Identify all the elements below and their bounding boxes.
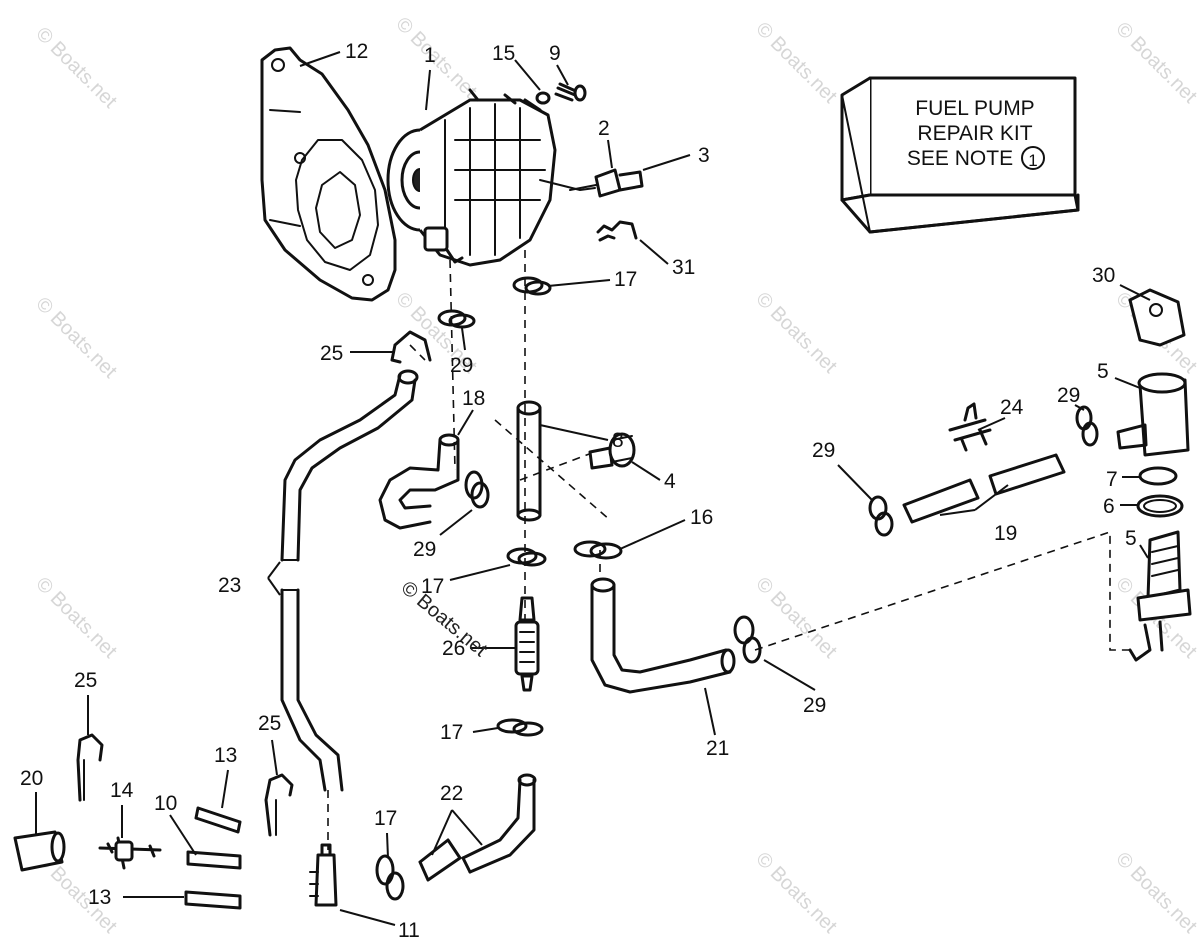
filter-element bbox=[1128, 530, 1192, 662]
hose-clamp bbox=[437, 309, 476, 329]
hose-clamp bbox=[573, 540, 623, 560]
callout-26: 26 bbox=[442, 637, 465, 660]
callout-1: 1 bbox=[424, 44, 436, 67]
assembly-lines bbox=[327, 250, 1135, 850]
wire-tie bbox=[76, 733, 104, 802]
callout-10: 10 bbox=[154, 792, 177, 815]
short-hose bbox=[186, 850, 242, 870]
tee-connector bbox=[948, 402, 992, 452]
hose-clamp bbox=[733, 615, 762, 664]
callout-16: 16 bbox=[690, 506, 713, 529]
callout-17-mid: 17 bbox=[421, 575, 444, 598]
callout-29-mid: 29 bbox=[413, 538, 436, 561]
callout-22: 22 bbox=[440, 782, 463, 805]
callout-4: 4 bbox=[664, 470, 676, 493]
callout-9: 9 bbox=[549, 42, 561, 65]
fuel-filter-housing bbox=[1116, 372, 1190, 457]
watermark: © Boats.net bbox=[391, 13, 481, 103]
callout-5-bottom: 5 bbox=[1125, 527, 1137, 550]
hose-clamp bbox=[464, 470, 490, 509]
callout-29-elbow: 29 bbox=[803, 694, 826, 717]
o-ring bbox=[1138, 466, 1178, 486]
check-valve-fitting bbox=[588, 432, 636, 470]
filter-bracket bbox=[1128, 288, 1186, 347]
callout-12: 12 bbox=[345, 40, 368, 63]
callout-29-right: 29 bbox=[1057, 384, 1080, 407]
note-circle bbox=[1021, 146, 1045, 170]
hose-clamp bbox=[1075, 405, 1099, 447]
short-hose bbox=[902, 478, 980, 524]
callout-17-low: 17 bbox=[440, 721, 463, 744]
wire-tie bbox=[390, 330, 432, 364]
callout-17-top: 17 bbox=[614, 268, 637, 291]
watermark: © Boats.net bbox=[751, 848, 841, 938]
short-hose bbox=[516, 400, 542, 522]
callout-25-left: 25 bbox=[74, 669, 97, 692]
short-hose bbox=[194, 806, 242, 834]
filter-cylinder bbox=[13, 830, 66, 872]
gasket-plate bbox=[260, 46, 397, 302]
callout-7: 7 bbox=[1106, 468, 1118, 491]
repair-kit-box: FUEL PUMP REPAIR KIT SEE NOTE 1 bbox=[840, 76, 1080, 234]
hose-clamp bbox=[496, 718, 544, 737]
callout-30: 30 bbox=[1092, 264, 1115, 287]
callout-14: 14 bbox=[110, 779, 134, 802]
callout-19: 19 bbox=[994, 522, 1017, 545]
callout-numbers: 12 1 15 9 2 3 31 17 25 29 18 8 4 29 16 1… bbox=[20, 40, 1137, 942]
kit-label-line2: REPAIR KIT bbox=[917, 122, 1032, 145]
callout-6: 6 bbox=[1103, 495, 1115, 518]
callout-29-left-right: 29 bbox=[812, 439, 835, 462]
long-fuel-hose bbox=[280, 369, 419, 792]
callout-31: 31 bbox=[672, 256, 695, 279]
callout-15: 15 bbox=[492, 42, 515, 65]
hose-clamp bbox=[375, 854, 405, 901]
watermark: © Boats.net bbox=[1111, 848, 1200, 938]
curved-hose bbox=[378, 433, 460, 530]
watermark: © Boats.net bbox=[751, 18, 841, 108]
washer-and-screw bbox=[535, 82, 587, 105]
callout-8: 8 bbox=[612, 429, 624, 452]
callout-5-top: 5 bbox=[1097, 360, 1109, 383]
callout-3: 3 bbox=[698, 144, 710, 167]
hose-clamp bbox=[512, 276, 552, 296]
watermark: © Boats.net bbox=[31, 23, 121, 113]
o-ring bbox=[1136, 494, 1184, 518]
watermark: © Boats.net bbox=[1111, 18, 1200, 108]
kit-label-line1: FUEL PUMP bbox=[915, 97, 1034, 120]
wire-tie bbox=[264, 773, 294, 837]
callout-17-bottom: 17 bbox=[374, 807, 397, 830]
kit-label-line3: SEE NOTE bbox=[907, 147, 1013, 170]
watermark: © Boats.net bbox=[31, 573, 121, 663]
short-hose bbox=[184, 890, 242, 910]
callout-13-bottom: 13 bbox=[88, 886, 111, 909]
elbow-hose bbox=[590, 577, 736, 694]
callout-24: 24 bbox=[1000, 396, 1024, 419]
hose-clamp bbox=[868, 495, 894, 537]
watermark: © Boats.net bbox=[751, 573, 841, 663]
watermark: © Boats.net bbox=[751, 288, 841, 378]
fuel-pump bbox=[386, 88, 596, 267]
callout-25-top: 25 bbox=[320, 342, 343, 365]
callout-23: 23 bbox=[218, 574, 241, 597]
tee-fitting bbox=[98, 836, 162, 870]
hose-segments bbox=[418, 773, 537, 882]
callout-11: 11 bbox=[398, 919, 420, 942]
wire-clip bbox=[596, 220, 638, 242]
callout-18: 18 bbox=[462, 387, 485, 410]
hose-clamp bbox=[506, 547, 547, 567]
short-hose bbox=[988, 453, 1066, 496]
kit-note-number: 1 bbox=[1028, 151, 1037, 170]
callout-13-top: 13 bbox=[214, 744, 237, 767]
quick-connector bbox=[309, 843, 338, 907]
callout-29-pump: 29 bbox=[450, 354, 473, 377]
callout-25-mid: 25 bbox=[258, 712, 281, 735]
callout-21: 21 bbox=[706, 737, 729, 760]
watermark: © Boats.net bbox=[31, 293, 121, 383]
leader-lines bbox=[35, 51, 1151, 926]
sensor-switch bbox=[569, 168, 644, 198]
inline-fuel-filter bbox=[514, 596, 540, 692]
callout-2: 2 bbox=[598, 117, 610, 140]
callout-20: 20 bbox=[20, 767, 43, 790]
